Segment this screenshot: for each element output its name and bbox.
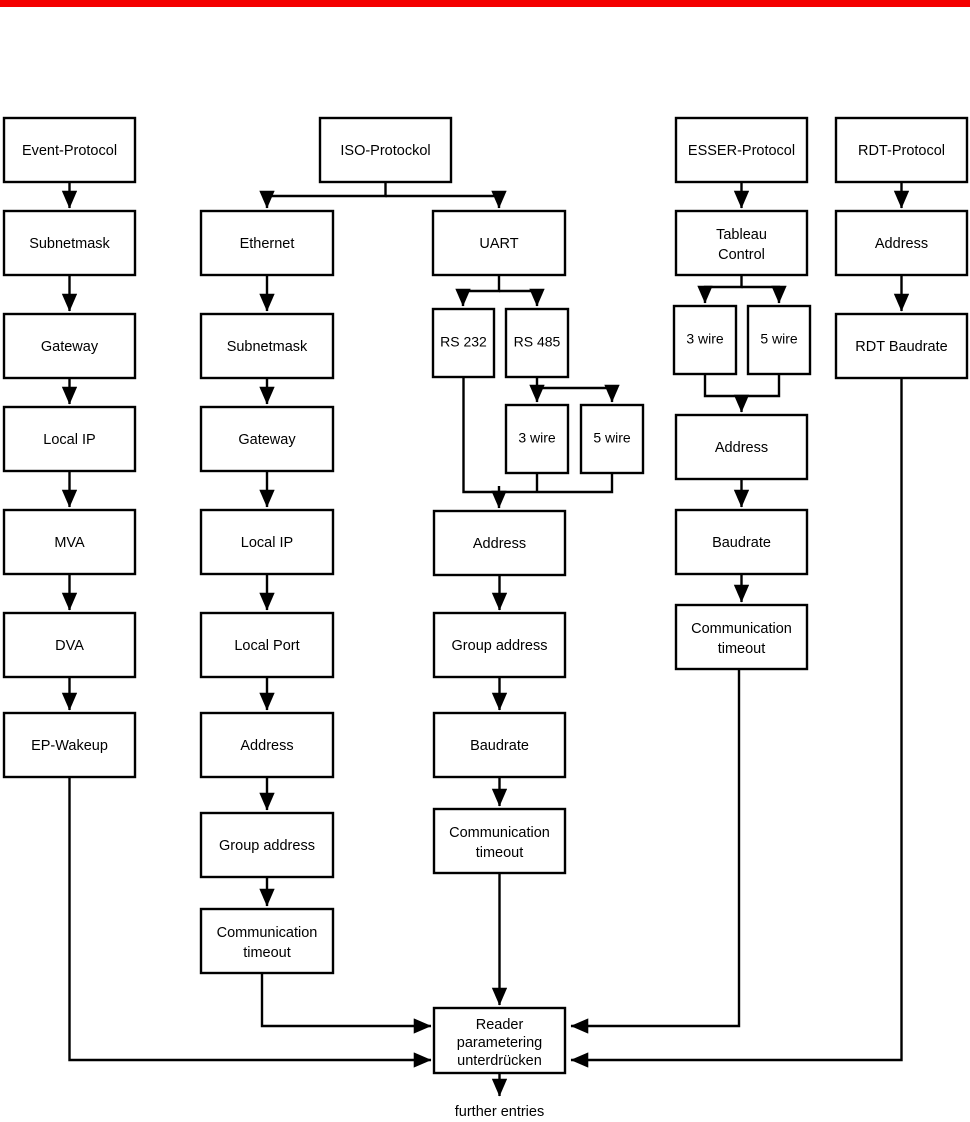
node-uart-5-wire[interactable]: 5 wire: [579, 403, 645, 475]
edge-rs232-down-to-merge: [462, 377, 499, 494]
node-label: RDT Baudrate: [855, 339, 947, 355]
node-label: 5 wire: [760, 331, 798, 347]
node-rdt-protocol[interactable]: RDT-Protocol: [834, 116, 969, 184]
node-esser-protocol[interactable]: ESSER-Protocol: [674, 116, 809, 184]
node-label: ISO-Protockol: [340, 143, 430, 159]
top-accent-bar: [0, 0, 970, 7]
edge-iso-to-uart: [385, 190, 507, 209]
node-rs-485[interactable]: RS 485: [504, 307, 570, 379]
node-label: Subnetmask: [227, 339, 308, 355]
node-label: 5 wire: [593, 430, 631, 446]
node-ethernet-subnetmask[interactable]: Subnetmask: [199, 312, 335, 380]
edge-rdt-baudrate-to-reader: [570, 378, 903, 1068]
edge-uart-to-rs232: [455, 275, 501, 307]
column-iso-protocol: ISO-Protockol Ethernet Subnetmask Gatewa…: [199, 116, 645, 1034]
node-uart-3-wire[interactable]: 3 wire: [504, 403, 570, 475]
sink-label-line3: unterdrücken: [457, 1053, 542, 1069]
node-label: Baudrate: [712, 535, 771, 551]
node-uart-group-address[interactable]: Group address: [432, 611, 567, 679]
further-entries-label: further entries: [455, 1104, 544, 1120]
node-label-line2: timeout: [718, 641, 766, 657]
edge-wakeup-to-reader: [68, 777, 432, 1068]
node-ethernet-local-port[interactable]: Local Port: [199, 611, 335, 679]
node-tableau-control[interactable]: Tableau Control: [674, 209, 809, 277]
node-iso-protocol[interactable]: ISO-Protockol: [318, 116, 453, 184]
node-event-local-ip[interactable]: Local IP: [2, 405, 137, 473]
node-label-line1: Communication: [449, 825, 550, 841]
node-label: Local IP: [43, 432, 95, 448]
node-label-line1: Tableau: [716, 227, 767, 243]
edge-5wire-down-to-merge: [499, 473, 614, 494]
node-ethernet[interactable]: Ethernet: [199, 209, 335, 277]
node-event-protocol[interactable]: Event-Protocol: [2, 116, 137, 184]
node-label: ESSER-Protocol: [688, 143, 795, 159]
node-label: RS 232: [440, 334, 487, 350]
node-label: Group address: [219, 838, 315, 854]
node-ethernet-gateway[interactable]: Gateway: [199, 405, 335, 473]
node-label: EP-Wakeup: [31, 738, 108, 754]
node-label: Address: [473, 536, 526, 552]
node-label: Address: [715, 440, 768, 456]
node-event-gateway[interactable]: Gateway: [2, 312, 137, 380]
node-esser-5-wire[interactable]: 5 wire: [746, 304, 812, 376]
node-label: Ethernet: [240, 236, 295, 252]
edge-tableau-to-3wire: [697, 275, 743, 304]
edge-uart-to-rs485: [499, 288, 545, 307]
node-label: Address: [875, 236, 928, 252]
node-label: RDT-Protocol: [858, 143, 945, 159]
node-label: DVA: [55, 638, 84, 654]
node-ethernet-communication-timeout[interactable]: Communication timeout: [199, 907, 335, 975]
node-reader-parametering-unterdruecken[interactable]: Reader parametering unterdrücken: [432, 1006, 567, 1075]
node-event-subnetmask[interactable]: Subnetmask: [2, 209, 137, 277]
node-label: Address: [240, 738, 293, 754]
node-label-line1: Communication: [217, 925, 318, 941]
node-label: Local IP: [241, 535, 293, 551]
node-event-dva[interactable]: DVA: [2, 611, 137, 679]
edge-esser-wires-merge: [703, 374, 781, 398]
node-label: RS 485: [514, 334, 561, 350]
node-uart-address[interactable]: Address: [432, 509, 567, 577]
node-label: Group address: [452, 638, 548, 654]
edge-ethernet-timeout-to-reader: [260, 973, 432, 1034]
column-esser-protocol: ESSER-Protocol Tableau Control 3 wire 5 …: [570, 116, 812, 1034]
edge-rs485-to-5wire: [535, 377, 620, 403]
sink-label-line1: Reader: [476, 1017, 524, 1033]
node-rs-232[interactable]: RS 232: [431, 307, 496, 379]
sink-label-line2: parametering: [457, 1035, 542, 1051]
node-uart-communication-timeout[interactable]: Communication timeout: [432, 807, 567, 875]
column-rdt-protocol: RDT-Protocol Address RDT Baudrate: [570, 116, 969, 1068]
node-label: Baudrate: [470, 738, 529, 754]
edge-iso-to-ethernet: [259, 182, 387, 209]
edge-esser-timeout-to-reader: [570, 669, 741, 1034]
node-esser-3-wire[interactable]: 3 wire: [672, 304, 738, 376]
edge-tableau-to-5wire: [741, 285, 787, 304]
node-label: UART: [479, 236, 518, 252]
node-label-line1: Communication: [691, 621, 792, 637]
node-ethernet-group-address[interactable]: Group address: [199, 811, 335, 879]
node-ethernet-address[interactable]: Address: [199, 711, 335, 779]
node-label-line2: timeout: [243, 945, 291, 961]
node-label: Local Port: [234, 638, 299, 654]
node-event-mva[interactable]: MVA: [2, 508, 137, 576]
node-esser-baudrate[interactable]: Baudrate: [674, 508, 809, 576]
node-label: 3 wire: [518, 430, 556, 446]
node-label-line2: Control: [718, 247, 765, 263]
node-rdt-address[interactable]: Address: [834, 209, 969, 277]
node-label: MVA: [54, 535, 85, 551]
node-label: Gateway: [238, 432, 296, 448]
node-label: Subnetmask: [29, 236, 110, 252]
node-label-line2: timeout: [476, 845, 524, 861]
column-event-protocol: Event-Protocol Subnetmask Gateway Local …: [2, 116, 432, 1068]
node-esser-address[interactable]: Address: [674, 413, 809, 481]
node-label: 3 wire: [686, 331, 724, 347]
node-uart[interactable]: UART: [431, 209, 567, 277]
node-rdt-baudrate[interactable]: RDT Baudrate: [834, 312, 969, 380]
node-esser-communication-timeout[interactable]: Communication timeout: [674, 603, 809, 671]
node-label: Event-Protocol: [22, 143, 117, 159]
node-uart-baudrate[interactable]: Baudrate: [432, 711, 567, 779]
node-label: Gateway: [41, 339, 99, 355]
node-event-ep-wakeup[interactable]: EP-Wakeup: [2, 711, 137, 779]
node-ethernet-local-ip[interactable]: Local IP: [199, 508, 335, 576]
